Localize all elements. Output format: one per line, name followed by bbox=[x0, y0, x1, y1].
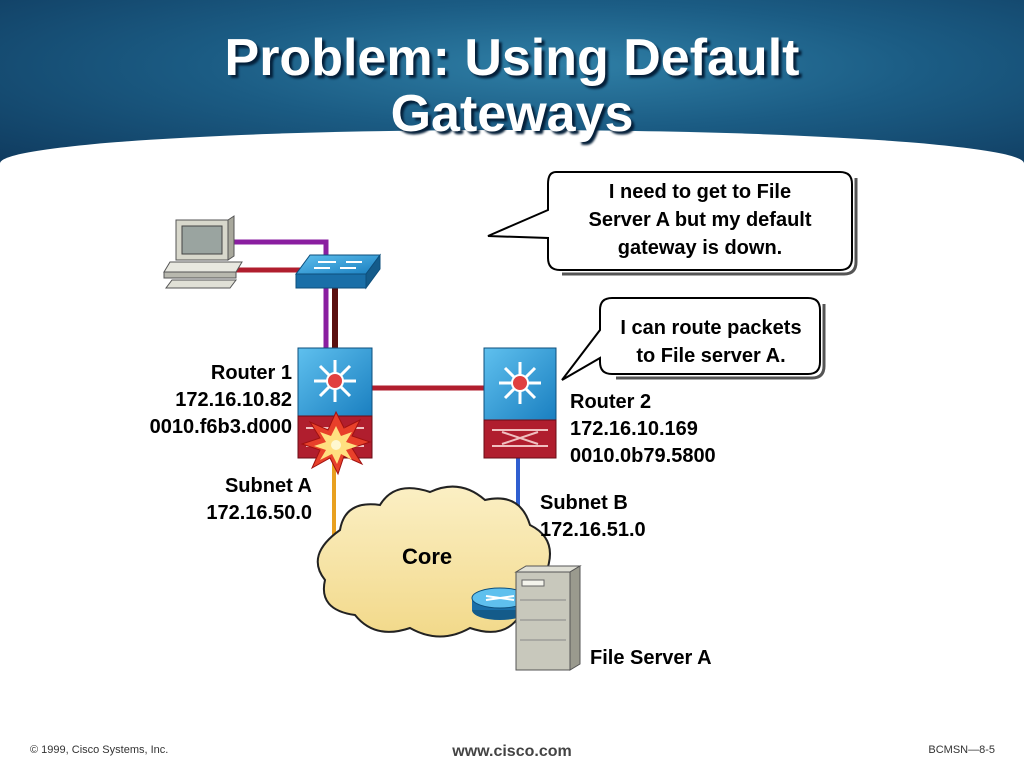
pc-speech-line-2: Server A but my default bbox=[588, 209, 812, 231]
pc-speech-line-1: I need to get to File bbox=[608, 181, 792, 203]
subnet-b-name: Subnet B bbox=[540, 492, 628, 514]
cloud-router-icon bbox=[471, 587, 529, 620]
switch-icon bbox=[295, 253, 381, 290]
file-server-icon bbox=[514, 565, 582, 671]
subnet-a-label: Subnet A 172.16.50.0 bbox=[150, 473, 312, 527]
callout-router2 bbox=[561, 297, 826, 381]
failure-burst-icon bbox=[300, 410, 372, 476]
router2-mac: 0010.0b79.5800 bbox=[570, 445, 716, 467]
subnet-b-network: 172.16.51.0 bbox=[540, 519, 646, 541]
router2-speech-line-2: to File server A. bbox=[636, 345, 786, 367]
router1-ip: 172.16.10.82 bbox=[175, 389, 292, 411]
title-line-2: Gateways bbox=[390, 85, 634, 143]
title-line-1: Problem: Using Default bbox=[224, 29, 800, 87]
router1-mac: 0010.f6b3.d000 bbox=[149, 416, 292, 438]
router2-name: Router 2 bbox=[570, 391, 652, 413]
router2-speech-text: I can route packets to File server A. bbox=[602, 314, 820, 370]
subnet-a-network: 172.16.50.0 bbox=[206, 502, 312, 524]
file-server-label: File Server A bbox=[590, 647, 712, 669]
router2-label: Router 2 172.16.10.169 0010.0b79.5800 bbox=[570, 389, 716, 470]
footer-copyright: © 1999, Cisco Systems, Inc. bbox=[30, 744, 169, 756]
router2-ip: 172.16.10.169 bbox=[570, 418, 698, 440]
footer-url: www.cisco.com bbox=[452, 743, 572, 760]
pc-speech-line-3: gateway is down. bbox=[617, 237, 783, 259]
title-banner bbox=[0, 0, 1024, 165]
router1-label: Router 1 172.16.10.82 0010.f6b3.d000 bbox=[110, 360, 292, 441]
footer-slide-id: BCMSN—8-5 bbox=[928, 744, 995, 756]
router2-speech-line-1: I can route packets bbox=[620, 317, 802, 339]
callout-pc bbox=[487, 171, 858, 276]
router2-icon bbox=[483, 347, 557, 459]
subnet-a-name: Subnet A bbox=[224, 475, 312, 497]
core-label: Core bbox=[402, 544, 453, 569]
router1-name: Router 1 bbox=[210, 362, 292, 384]
pc-speech-text: I need to get to File Server A but my de… bbox=[560, 178, 840, 262]
workstation-icon bbox=[163, 215, 243, 289]
subnet-b-label: Subnet B 172.16.51.0 bbox=[540, 490, 646, 544]
slide-title: Problem: Using Default Gateways bbox=[0, 30, 1024, 142]
